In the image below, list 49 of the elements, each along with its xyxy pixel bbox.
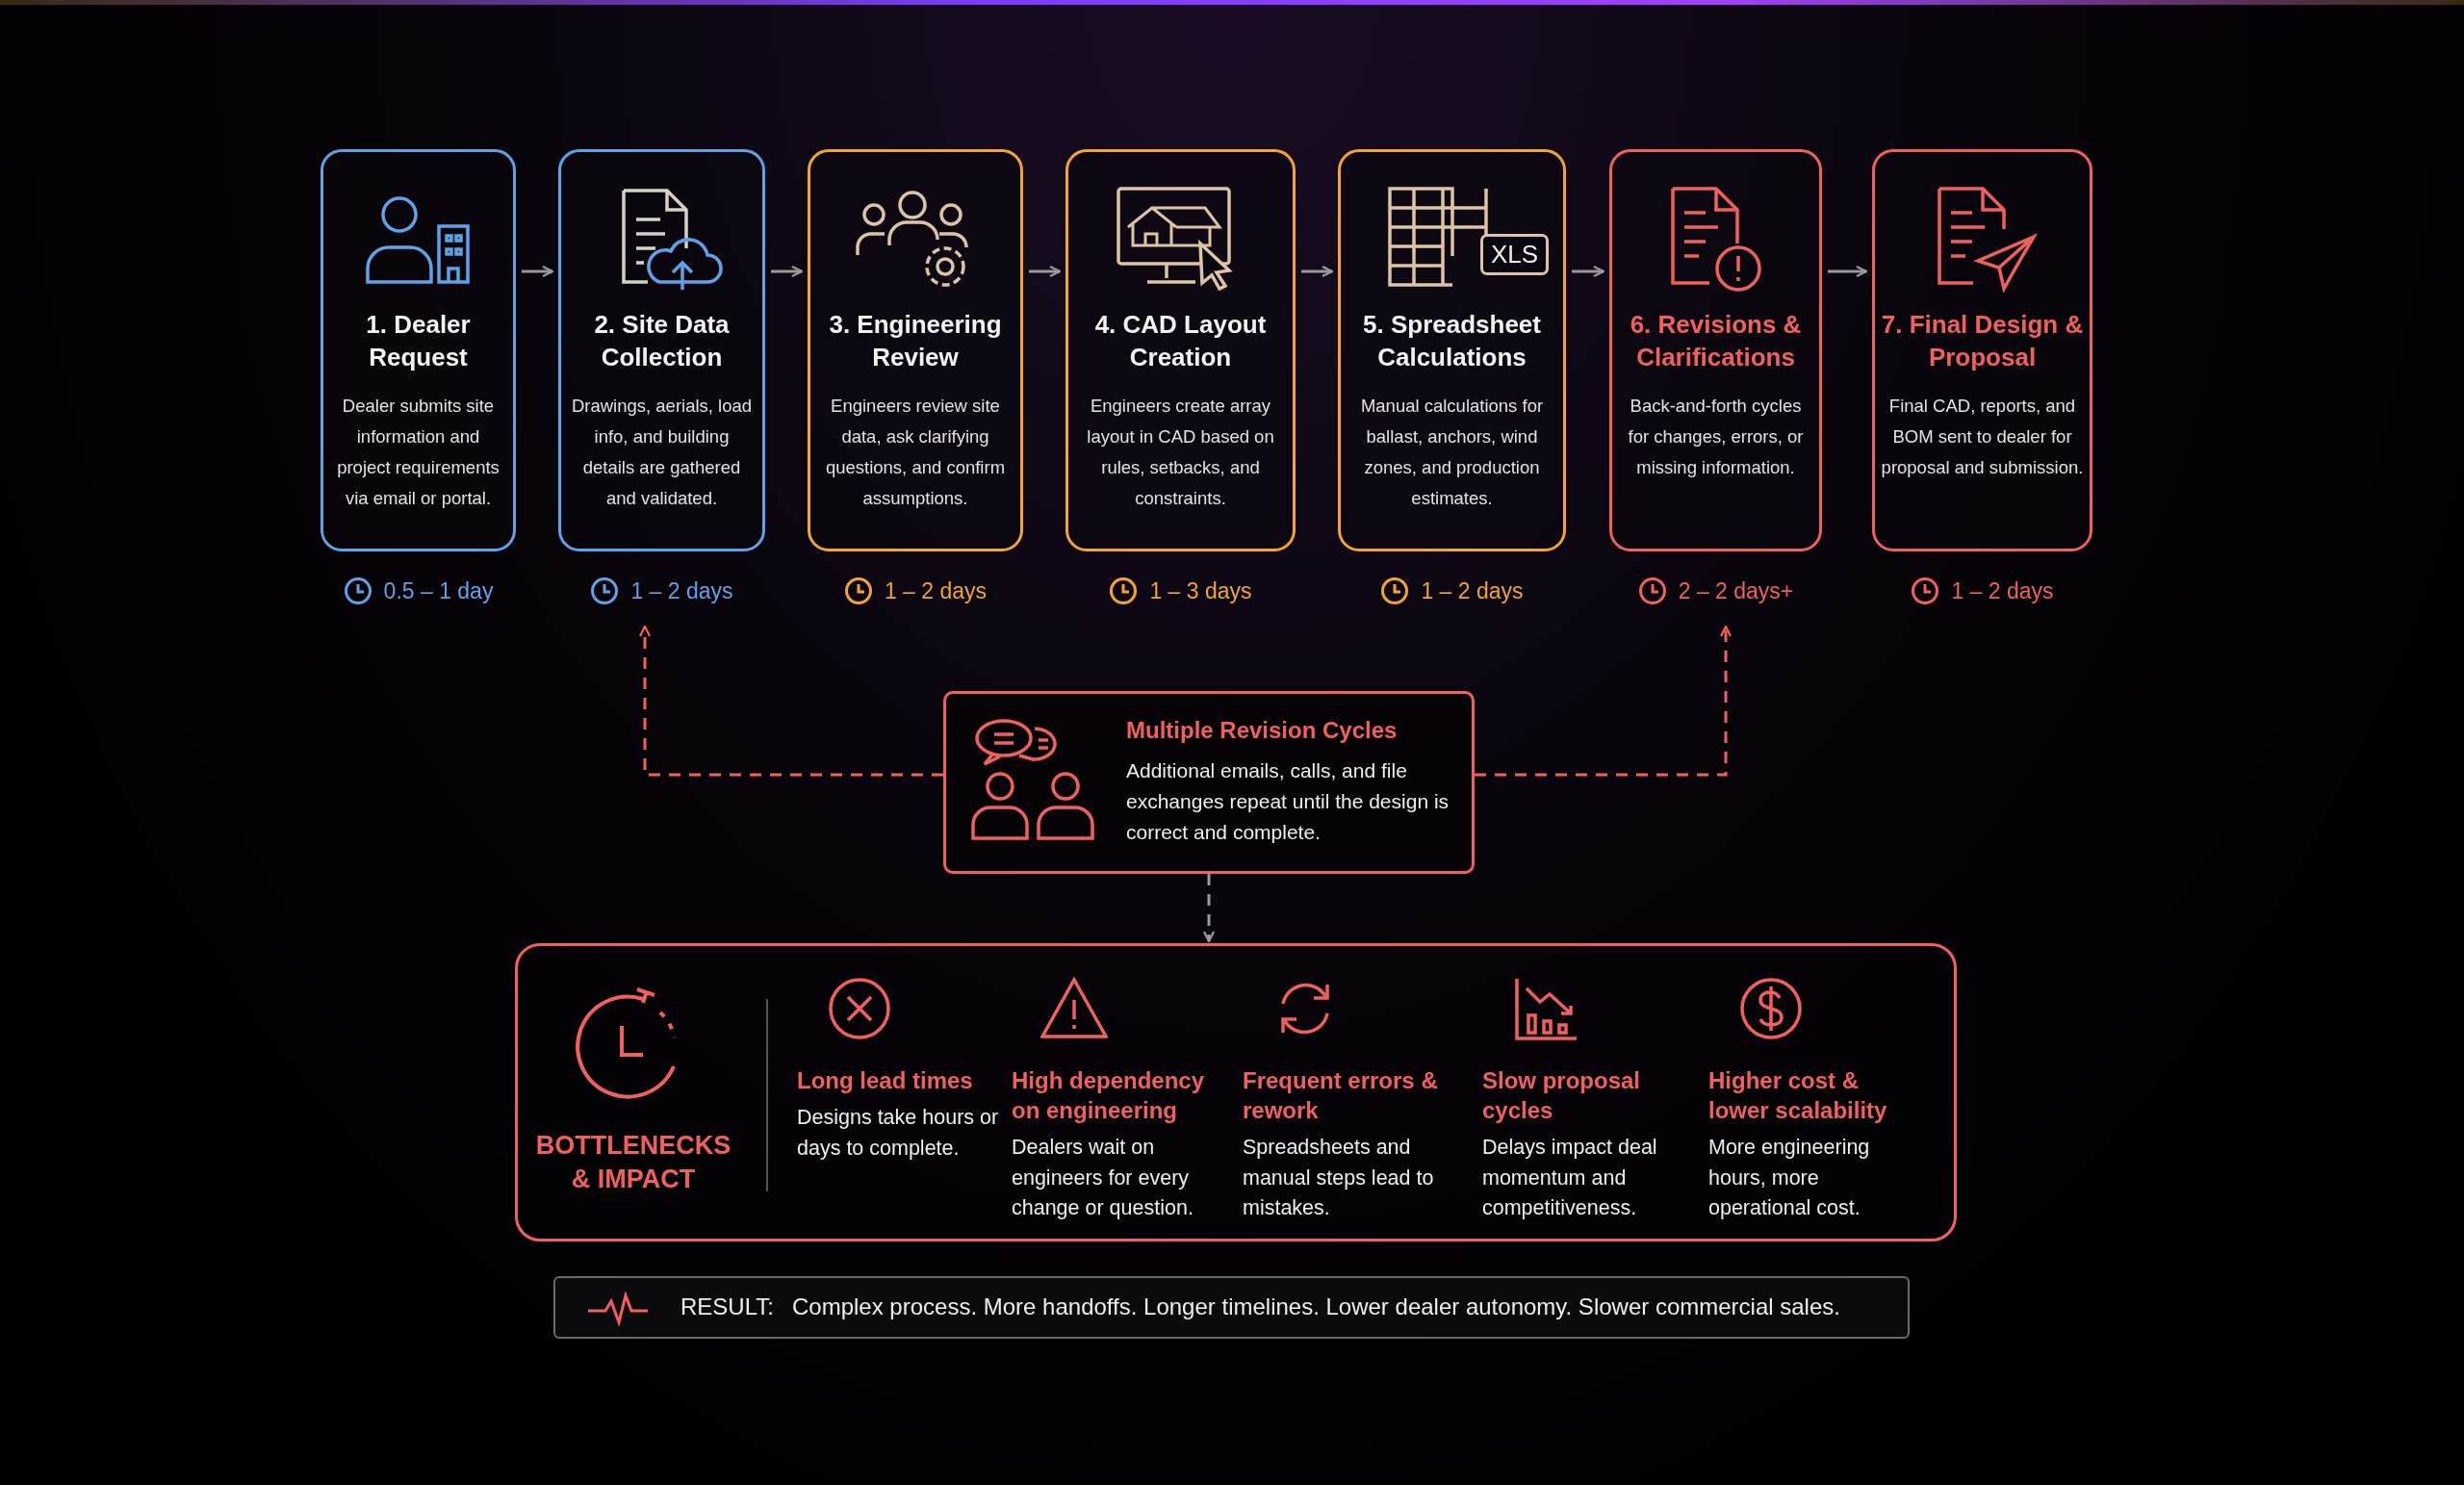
step-description: Drawings, aerials, load info, and building details are gathered and validated.	[570, 395, 754, 510]
step-description: Final CAD, reports, and BOM sent to dealer for proposal and submission.	[1881, 395, 2084, 479]
arrow	[771, 265, 804, 278]
step-title: 1. Dealer Request	[365, 309, 472, 373]
arrow	[1572, 265, 1605, 278]
callout-box	[943, 691, 1475, 874]
duration-text: 1 – 2 days	[1951, 577, 2054, 604]
impact-title: Higher cost & lower scalability	[1708, 1066, 1888, 1125]
duration-text: 1 – 2 days	[630, 577, 733, 604]
step-title: 2. Site Data Collection	[593, 309, 731, 373]
duration-text: 0.5 – 1 day	[383, 577, 494, 604]
dashed-arrow	[638, 625, 943, 777]
arrow	[522, 265, 554, 278]
callout-title: Multiple Revision Cycles	[1126, 717, 1398, 744]
result-label: RESULT:	[680, 1293, 774, 1320]
impact-panel	[515, 943, 1957, 1242]
callout-description: Additional emails, calls, and file exchanges repeat until the design is correct and complete.	[1126, 758, 1450, 845]
impact-description: Delays impact deal momentum and competitiveness.	[1482, 1135, 1658, 1221]
impact-title: High dependency on engineering	[1012, 1066, 1206, 1125]
arrow	[1828, 265, 1868, 278]
step-description: Back-and-forth cycles for changes, errors, or missing information.	[1627, 395, 1805, 479]
dashed-arrow	[1475, 625, 1732, 777]
duration-text: 2 – 2 days+	[1678, 577, 1794, 604]
step-description: Engineers create array layout in CAD based on rules, setbacks, and constraints.	[1086, 395, 1275, 510]
impact-title: Slow proposal cycles	[1482, 1066, 1641, 1125]
step-description: Dealer submits site information and project requirements via email or portal.	[336, 395, 500, 510]
duration-text: 1 – 2 days	[1421, 577, 1524, 604]
arrow	[1301, 265, 1334, 278]
step-description: Engineers review site data, ask clarifying questions, and confirm assumptions.	[824, 395, 1007, 510]
result-bar	[553, 1276, 1910, 1339]
step-title: 7. Final Design & Proposal	[1881, 309, 2084, 373]
step-title: 6. Revisions & Clarifications	[1629, 309, 1803, 373]
impact-title: Long lead times	[797, 1066, 974, 1095]
impact-description: Dealers wait on engineers for every change or question.	[1012, 1135, 1194, 1221]
step-title: 5. Spreadsheet Calculations	[1362, 309, 1542, 373]
step-title: 4. CAD Layout Creation	[1093, 309, 1268, 373]
impact-description: Spreadsheets and manual steps lead to mistakes.	[1243, 1135, 1435, 1221]
duration-text: 1 – 2 days	[884, 577, 988, 604]
arrow	[1029, 265, 1062, 278]
file-type-tag: XLS	[1480, 234, 1550, 275]
dashed-arrow	[1202, 874, 1216, 943]
impact-title: Frequent errors & rework	[1243, 1066, 1439, 1125]
impact-description: Designs take hours or days to complete.	[797, 1105, 1000, 1162]
impact-description: More engineering hours, more operational cost.	[1708, 1135, 1871, 1221]
panel-heading: BOTTLENECKS & IMPACT	[534, 1130, 732, 1195]
step-description: Manual calculations for ballast, anchors, wind zones, and production estimates.	[1359, 395, 1545, 510]
result-text: Complex process. More handoffs. Longer timelines. Lower dealer autonomy. Slower commercial sales.	[792, 1293, 1840, 1320]
duration-text: 1 – 3 days	[1149, 577, 1252, 604]
step-title: 3. Engineering Review	[828, 309, 1003, 373]
